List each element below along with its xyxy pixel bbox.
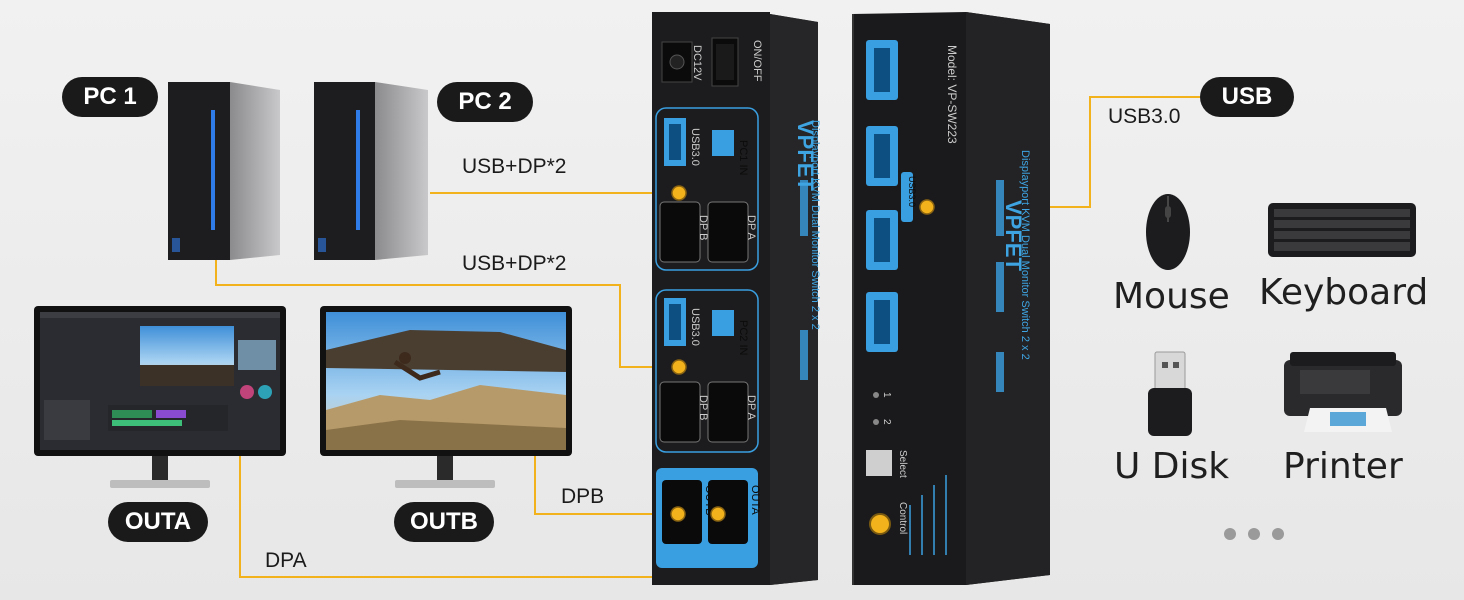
keyboard-icon	[1268, 203, 1416, 257]
label-usb30-front: USB3.0	[907, 176, 917, 207]
pc2-tower	[314, 82, 428, 260]
label-dp-b-1: DP B	[697, 215, 709, 240]
usb30-label: USB3.0	[1108, 105, 1181, 128]
cable-outb	[534, 455, 678, 515]
usb-badge: USB	[1200, 77, 1294, 117]
dpb-label: DPB	[561, 485, 605, 508]
outb-label: OUTB	[394, 502, 494, 542]
monitor-b	[320, 306, 572, 488]
label-usb30-pc1: USB3.0	[689, 128, 701, 166]
printer-icon	[1284, 352, 1402, 432]
pc2-label: PC 2	[437, 82, 533, 122]
mouse-icon	[1146, 194, 1190, 270]
monitor-a	[34, 306, 286, 488]
label-usb30-pc2: USB3.0	[689, 308, 701, 346]
mouse-label: Mouse	[1113, 276, 1230, 317]
brand-front: VPFET	[1001, 200, 1026, 271]
label-outa: OUTA	[749, 485, 761, 515]
label-pc2-in: PC2 IN	[737, 320, 749, 356]
select-label: Select	[897, 450, 908, 478]
kvm-front-panel	[852, 12, 1050, 585]
keyboard-label: Keyboard	[1259, 272, 1429, 313]
outa-label: OUTA	[108, 502, 208, 542]
more-dots	[1224, 528, 1284, 540]
control-label: Control	[897, 502, 908, 534]
printer-label: Printer	[1283, 446, 1403, 487]
indicator-2-label: 2	[881, 419, 892, 425]
label-dp-b-2: DP B	[697, 395, 709, 420]
cable-pc1	[215, 255, 679, 368]
label-dp-a-2: DP A	[745, 395, 757, 421]
pc1-label: PC 1	[62, 77, 158, 117]
label-on-off: ON/OFF	[751, 40, 763, 82]
kvm-rear-panel	[652, 12, 818, 585]
pc2-cable-label: USB+DP*2	[462, 155, 567, 178]
pc1-cable-label: USB+DP*2	[462, 252, 567, 275]
label-dp-a-1: DP A	[745, 215, 757, 241]
u-disk-label: U Disk	[1114, 446, 1230, 487]
label-pc1-in: PC1 IN	[737, 140, 749, 176]
dpa-label: DPA	[265, 549, 307, 572]
label-outb: OUTB	[703, 485, 715, 516]
pc1-tower	[168, 82, 280, 260]
product-front: Displayport KVM Dual Monitor Switch 2 x …	[1019, 150, 1031, 360]
model-label: Model: VP-SW223	[945, 45, 959, 144]
brand-rear: VPFET	[793, 120, 818, 191]
connection-dots	[670, 185, 935, 522]
usb-drive-icon	[1148, 351, 1192, 436]
indicator-1-label: 1	[881, 392, 892, 398]
label-dc12v: DC12V	[691, 45, 703, 81]
product-rear: Displayport KVM Dual Monitor Switch 2 x …	[809, 120, 821, 330]
